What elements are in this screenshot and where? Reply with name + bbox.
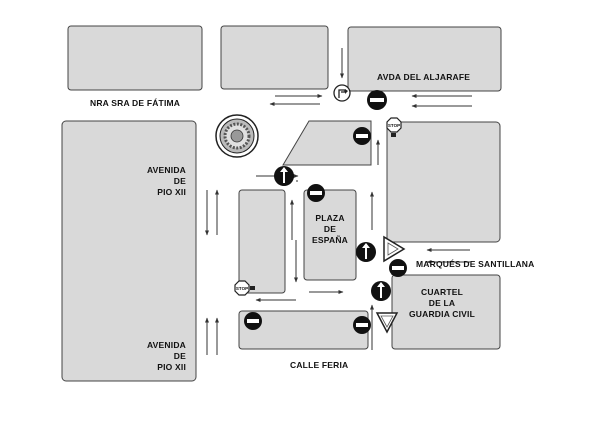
no-entry-icon [367,90,387,110]
block-center-left [238,189,286,294]
label-avenida-bottom-line1: AVENIDA [147,340,186,350]
stop-sign-text: STOP [388,123,400,128]
label-cuartel-line2: DE LA [429,298,456,308]
label-cuartel-line3: GUARDIA CIVIL [409,309,475,319]
one-way-icon [356,242,376,262]
label-calle-feria: CALLE FERIA [290,360,348,370]
label-avenida-bottom-line3: PIO XII [157,362,186,372]
label-avda-aljarafe: AVDA DEL ALJARAFE [377,72,470,82]
turn-left-icon [333,84,351,102]
no-entry-icon [244,312,262,330]
stop-sign-text: STOP [236,286,248,291]
label-plaza-line3: ESPAÑA [312,235,348,245]
label-avenida-top-line1: AVENIDA [147,165,186,175]
label-avenida-bottom-line2: DE [174,351,186,361]
one-way-icon [274,166,294,186]
block-avenida-pio-xii [61,120,197,382]
yield-sign-icon [375,312,399,334]
no-entry-icon [389,259,407,277]
block-top-right [347,26,502,92]
block-top-middle [220,25,329,90]
stop-sign-icon: STOP [386,117,402,137]
block-cuartel [391,274,501,350]
roundabout-icon [215,114,259,158]
one-way-icon [371,281,391,301]
yield-sign-icon [383,235,406,263]
block-right-large [386,121,501,243]
label-avenida-top-line3: PIO XII [157,187,186,197]
label-plaza-line2: DE [324,224,336,234]
label-marques-santillana: MARQUÉS DE SANTILLANA [416,259,534,269]
label-plaza-line1: PLAZA [315,213,344,223]
no-entry-icon [307,184,325,202]
label-avenida-top-line2: DE [174,176,186,186]
block-plaza-espana [303,189,357,281]
block-triangle-near-roundabout [282,120,372,166]
block-top-left [67,25,203,91]
stop-sign-icon: STOP [234,280,255,296]
label-cuartel-line1: CUARTEL [421,287,463,297]
no-entry-icon [353,127,371,145]
label-nra-sra-fatima: NRA SRA DE FÁTIMA [90,98,180,108]
no-entry-icon [353,316,371,334]
